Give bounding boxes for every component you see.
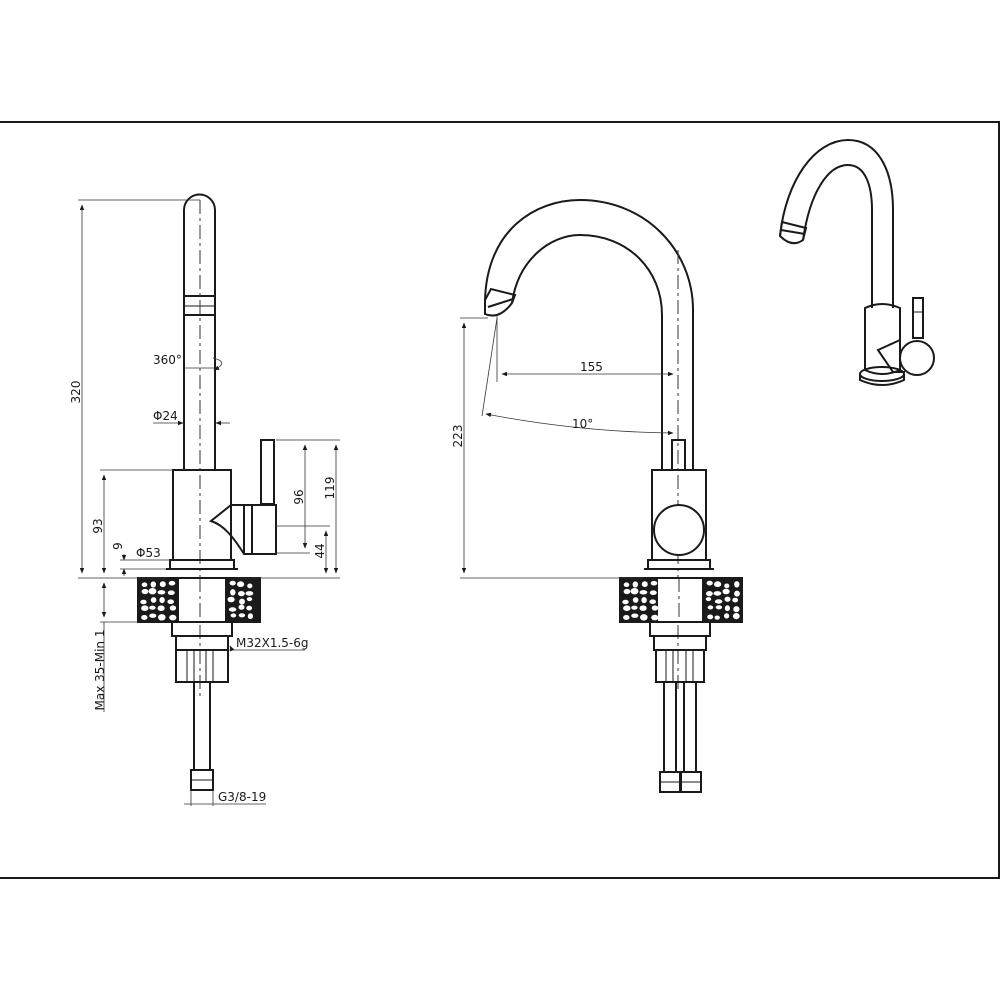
side-lever-hub xyxy=(208,504,277,555)
front-base-ring xyxy=(647,559,711,570)
dim-spout-dia: Φ24 xyxy=(153,409,178,423)
dim-thread-main: M32X1.5-6g xyxy=(236,636,309,650)
side-shank xyxy=(175,635,229,651)
dim-spout-reach: 155 xyxy=(580,360,603,374)
dim-deck-thickness: Max 35-Min 1 xyxy=(93,630,107,711)
iso-body xyxy=(864,303,901,375)
side-body xyxy=(172,469,232,561)
iso-spout-inner xyxy=(802,163,873,308)
dim-body-dia: Φ53 xyxy=(136,546,161,560)
dim-base-ring: 9 xyxy=(111,542,125,550)
drawing-frame xyxy=(0,121,1000,879)
iso-spout-outer xyxy=(779,138,894,308)
front-spout-tip xyxy=(484,287,517,317)
iso-spout-tip xyxy=(778,220,808,245)
dim-lever-base: 44 xyxy=(313,543,327,558)
side-view: 320 360° Φ24 96 119 44 93 9 Φ53 xyxy=(69,193,340,806)
front-spout-outer xyxy=(484,198,694,470)
front-view: 223 155 10° xyxy=(451,198,743,793)
side-spout-tube xyxy=(183,193,216,471)
dim-thread-hose: G3/8-19 xyxy=(218,790,266,804)
side-deck-stones xyxy=(139,579,259,621)
dim-rotation: 360° xyxy=(153,353,182,367)
dim-spout-height: 223 xyxy=(451,425,465,448)
side-shank-washer xyxy=(171,621,233,637)
front-spout-inner xyxy=(511,233,663,470)
side-base-ring xyxy=(169,559,235,570)
side-nut xyxy=(175,649,229,683)
dim-body-height: 93 xyxy=(91,518,105,533)
front-lever-hub xyxy=(653,504,705,556)
iso-lever-hub xyxy=(899,340,935,376)
front-hose-left xyxy=(663,681,677,773)
front-deck-stones xyxy=(621,579,741,621)
front-hose-right xyxy=(683,681,697,773)
side-lever-stem xyxy=(260,439,275,505)
iso-lever-stem xyxy=(912,297,924,339)
dim-handle-height: 119 xyxy=(323,477,337,500)
dim-spout-angle: 10° xyxy=(572,417,593,431)
isometric-view xyxy=(778,138,935,386)
front-nut xyxy=(655,649,705,683)
dim-lever-height: 96 xyxy=(292,489,306,504)
side-hose xyxy=(193,681,211,771)
dim-height-total: 320 xyxy=(69,381,83,404)
